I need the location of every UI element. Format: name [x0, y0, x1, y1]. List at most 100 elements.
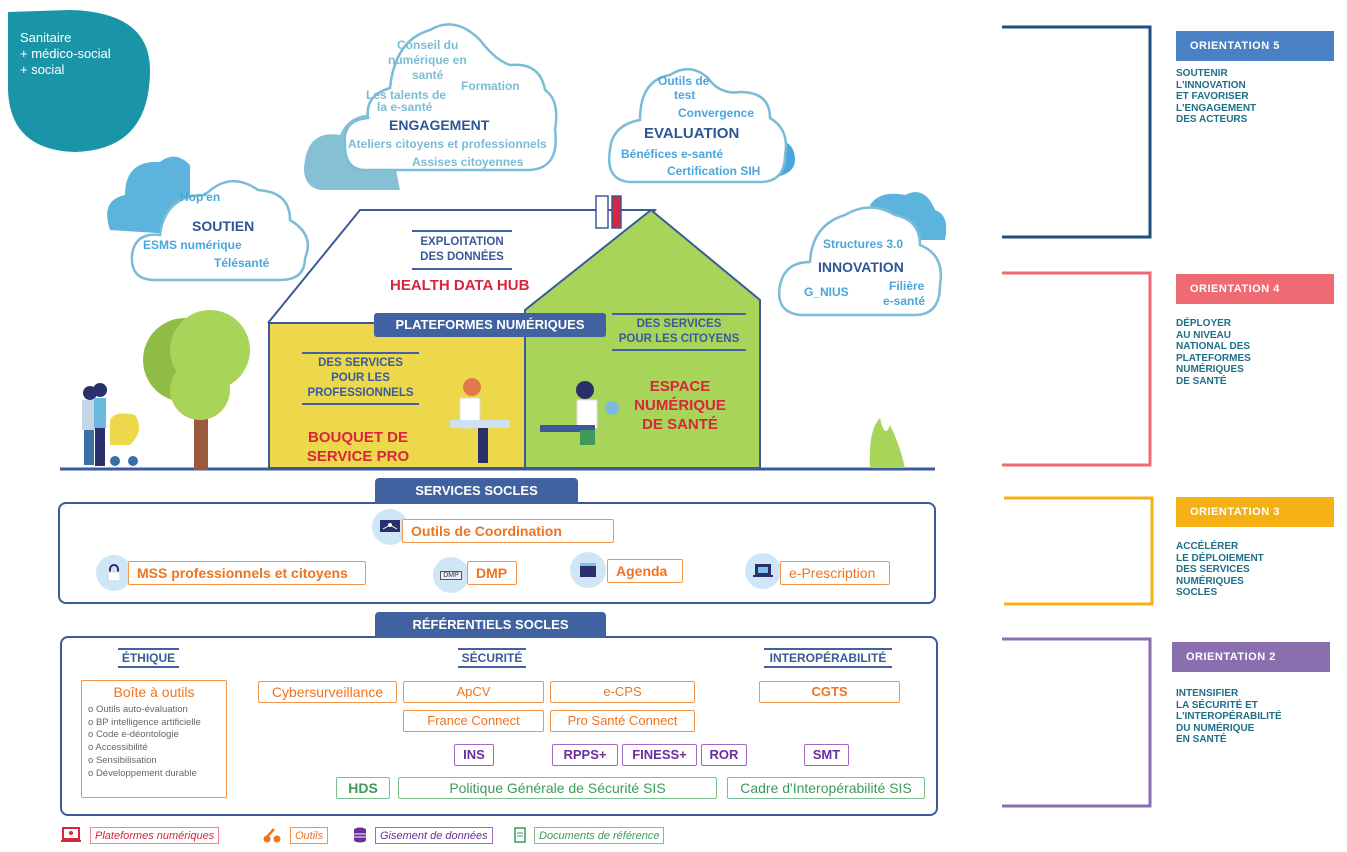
cloud-engagement-item: Formation — [461, 79, 520, 93]
cloud-engagement-item: la e-santé — [377, 100, 433, 114]
cloud-evaluation-item: Certification SIH — [667, 164, 761, 178]
plateformes-numeriques-banner: PLATEFORMES NUMÉRIQUES — [374, 313, 606, 337]
legend-plateformes: Plateformes numériques — [60, 826, 220, 844]
bracket-orientation-5 — [1002, 25, 1152, 239]
document-icon — [514, 827, 526, 843]
doctor-illustration — [450, 378, 510, 463]
service-e-prescription[interactable]: e-Prescription — [780, 561, 890, 585]
orientation-2-text: INTENSIFIER LA SÉCURITÉ ET L'INTEROPÉRAB… — [1176, 688, 1282, 745]
services-socles-frame — [58, 502, 936, 604]
plant-illustration — [869, 418, 905, 468]
tools-icon — [263, 828, 281, 843]
list-item: Code e-déontologie — [88, 729, 226, 742]
espace-numerique-sante-label: ESPACE NUMÉRIQUE DE SANTÉ — [634, 378, 726, 433]
legend-documents: Documents de référence — [514, 826, 665, 844]
legend-outils: Outils — [262, 826, 329, 844]
calendar-icon — [570, 552, 606, 588]
legend-gisement: Gisement de données — [353, 826, 493, 844]
cloud-evaluation-title: EVALUATION — [644, 125, 740, 142]
legend-label: Documents de référence — [534, 826, 665, 844]
donnee-finess[interactable]: FINESS+ — [622, 744, 697, 766]
cloud-innovation-title: INNOVATION — [818, 259, 904, 275]
orientation-4-text: DÉPLOYER AU NIVEAU NATIONAL DES PLATEFOR… — [1176, 318, 1251, 387]
cloud-evaluation-item: Convergence — [678, 106, 755, 120]
donnee-ins[interactable]: INS — [454, 744, 494, 766]
outil-france-connect[interactable]: France Connect — [403, 710, 544, 732]
bracket-orientation-4 — [1002, 271, 1152, 467]
boite-a-outils-title: Boîte à outils — [113, 684, 195, 700]
citizen-illustration — [540, 381, 619, 445]
citizen-services-heading: DES SERVICES POUR LES CITOYENS — [612, 313, 746, 351]
cloud-soutien-item: Hop'en — [180, 190, 221, 204]
orientation-3-text: ACCÉLÉRER LE DÉPLOIEMENT DES SERVICES NU… — [1176, 541, 1264, 598]
donnee-ror[interactable]: ROR — [701, 744, 747, 766]
donnee-smt[interactable]: SMT — [804, 744, 849, 766]
column-heading-securite: SÉCURITÉ — [458, 648, 526, 668]
cloud-engagement-item: Les talents de — [366, 88, 447, 102]
outil-pro-sante-connect[interactable]: Pro Santé Connect — [550, 710, 695, 732]
referentiels-socles-tab: RÉFÉRENTIELS SOCLES — [375, 612, 606, 638]
orientation-5-text: SOUTENIR L'INNOVATION ET FAVORISER L'ENG… — [1176, 68, 1257, 125]
laptop-pin-icon — [61, 827, 81, 842]
column-heading-ethique: ÉTHIQUE — [118, 648, 179, 668]
exploitation-heading: EXPLOITATION DES DONNÉES — [412, 230, 512, 270]
pro-services-heading: DES SERVICES POUR LES PROFESSIONNELS — [302, 352, 419, 405]
document-ci-sis[interactable]: Cadre d'Interopérabilité SIS — [727, 777, 925, 799]
boite-a-outils[interactable]: Boîte à outils Outils auto-évaluation BP… — [81, 680, 227, 798]
cloud-innovation-item: Filière — [889, 279, 925, 293]
cloud-evaluation-shape — [607, 68, 795, 184]
cloud-soutien-item: Télésanté — [214, 256, 270, 270]
list-item: Outils auto-évaluation — [88, 704, 226, 717]
cloud-innovation-item: G_NIUS — [804, 285, 849, 299]
legend-label: Outils — [290, 826, 329, 844]
cloud-engagement-shape — [304, 23, 558, 190]
cloud-soutien-item: ESMS numérique — [143, 238, 242, 252]
cloud-engagement-item: santé — [412, 68, 444, 82]
health-data-hub-label: HEALTH DATA HUB — [390, 277, 530, 294]
dmp-card-icon: DMP — [433, 557, 469, 593]
service-outils-coordination[interactable]: Outils de Coordination — [402, 519, 614, 543]
bracket-orientation-3 — [1004, 496, 1154, 606]
sector-label: Sanitaire + médico-social + social — [20, 30, 111, 77]
laptop-mail-icon — [745, 553, 781, 589]
boite-a-outils-list: Outils auto-évaluation BP intelligence a… — [88, 704, 226, 780]
sector-blob — [8, 10, 150, 152]
list-item: Développement durable — [88, 768, 226, 781]
outil-cgts[interactable]: CGTS — [759, 681, 900, 703]
cloud-evaluation-item: Bénéfices e-santé — [621, 147, 724, 161]
bracket-orientation-2 — [1002, 637, 1152, 808]
service-mss[interactable]: MSS professionnels et citoyens — [128, 561, 366, 585]
orientation-2-badge: ORIENTATION 2 — [1172, 642, 1330, 672]
list-item: Accessibilité — [88, 742, 226, 755]
list-item: BP intelligence artificielle — [88, 717, 226, 730]
column-heading-interoperabilite: INTEROPÉRABILITÉ — [764, 648, 892, 668]
database-icon — [354, 827, 366, 843]
cloud-evaluation-item: test — [674, 88, 696, 102]
tree-illustration — [143, 310, 250, 470]
cloud-engagement-item: Assises citoyennes — [412, 155, 524, 169]
family-illustration — [82, 383, 139, 466]
outil-apcv[interactable]: ApCV — [403, 681, 544, 703]
cloud-engagement-title: ENGAGEMENT — [389, 117, 490, 133]
legend-label: Gisement de données — [375, 826, 493, 844]
cloud-soutien-shape — [107, 156, 310, 282]
orientation-3-badge: ORIENTATION 3 — [1176, 497, 1334, 527]
legend-label: Plateformes numériques — [90, 826, 220, 844]
cloud-engagement-item: Ateliers citoyens et professionnels — [348, 137, 547, 151]
document-hds[interactable]: HDS — [336, 777, 390, 799]
list-item: Sensibilisation — [88, 755, 226, 768]
outil-cybersurveillance[interactable]: Cybersurveillance — [258, 681, 397, 703]
orientation-5-badge: ORIENTATION 5 — [1176, 31, 1334, 61]
padlock-icon — [96, 555, 132, 591]
donnee-rpps[interactable]: RPPS+ — [552, 744, 618, 766]
cloud-innovation-shape — [777, 192, 947, 317]
document-pgssi[interactable]: Politique Générale de Sécurité SIS — [398, 777, 717, 799]
cloud-innovation-item: e-santé — [883, 294, 926, 308]
bouquet-service-pro-label: BOUQUET DE SERVICE PRO — [306, 429, 410, 465]
cloud-engagement-item: numérique en — [388, 53, 467, 67]
service-dmp[interactable]: DMP — [467, 561, 517, 585]
service-agenda[interactable]: Agenda — [607, 559, 683, 583]
cloud-soutien-title: SOUTIEN — [192, 218, 255, 234]
outil-e-cps[interactable]: e-CPS — [550, 681, 695, 703]
